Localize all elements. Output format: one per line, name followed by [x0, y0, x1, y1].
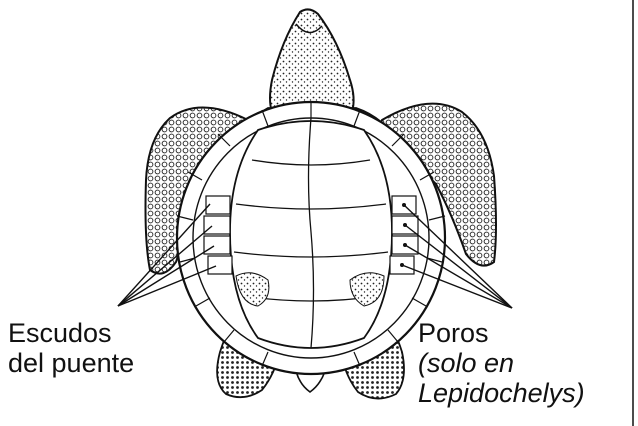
turtle-head — [270, 9, 354, 112]
pores-label-line3: Lepidochelys) — [418, 378, 585, 408]
bridge-scutes-label-line1: Escudos — [8, 318, 134, 348]
pores-label-line1: Poros — [418, 318, 585, 348]
bridge-scutes-label-line2: del puente — [8, 348, 134, 378]
pores-label: Poros (solo en Lepidochelys) — [418, 318, 585, 408]
bridge-scutes-label: Escudos del puente — [8, 318, 134, 378]
pores-label-line2: (solo en — [418, 348, 585, 378]
